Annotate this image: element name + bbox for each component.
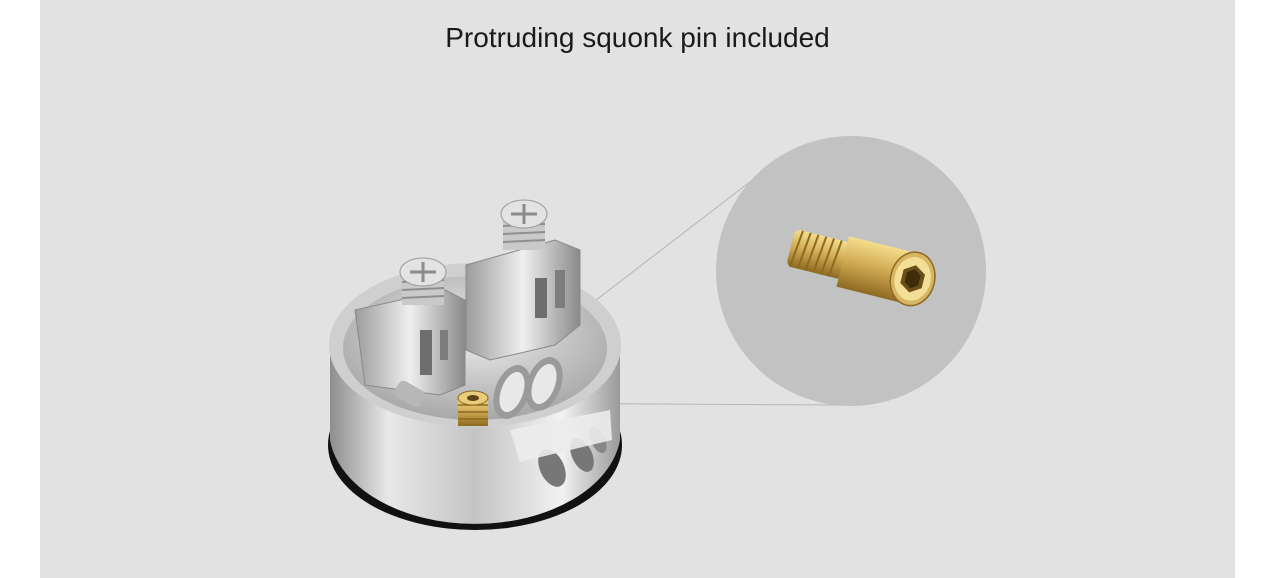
product-panel <box>40 0 1235 578</box>
right-post <box>465 239 581 361</box>
left-post <box>354 289 466 408</box>
headline: Protruding squonk pin included <box>445 22 830 53</box>
squonk-pin-detail <box>787 230 936 307</box>
zoom-detail <box>716 136 986 406</box>
rda-deck <box>328 199 622 530</box>
squonk-pin-on-deck <box>457 390 489 426</box>
juice-wells <box>493 357 563 419</box>
left-post-screw <box>399 257 447 305</box>
right-post-screw <box>500 199 548 250</box>
